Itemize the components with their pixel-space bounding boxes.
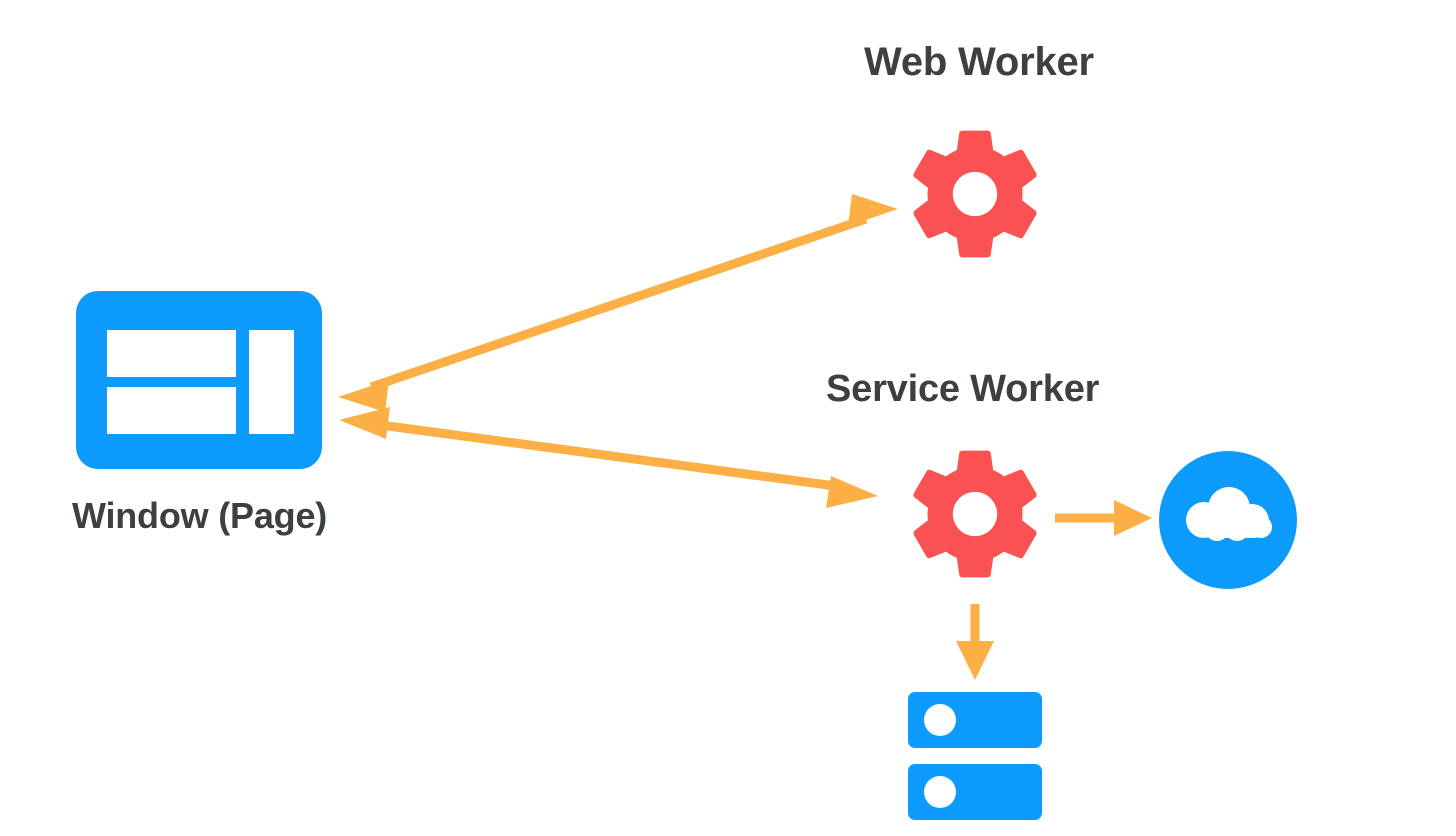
edge-window-web-worker <box>338 194 898 412</box>
browser-window-icon <box>76 291 322 469</box>
cloud-icon <box>1159 451 1297 589</box>
web-worker-label: Web Worker <box>864 40 1094 84</box>
window-page-label: Window (Page) <box>72 495 328 536</box>
database-storage-icon <box>908 692 1042 820</box>
storage-node <box>908 692 1042 820</box>
gear-icon <box>913 130 1037 258</box>
web-worker-node <box>899 112 1051 276</box>
window-page-icon <box>76 291 322 469</box>
service-worker-node <box>899 432 1051 596</box>
edge-service-worker-storage <box>956 604 994 680</box>
gear-icon <box>913 450 1037 578</box>
edge-service-worker-cloud <box>1055 500 1152 536</box>
service-worker-label: Service Worker <box>826 368 1100 410</box>
edge-window-service-worker <box>339 407 878 508</box>
cloud-network-node <box>1159 451 1297 589</box>
